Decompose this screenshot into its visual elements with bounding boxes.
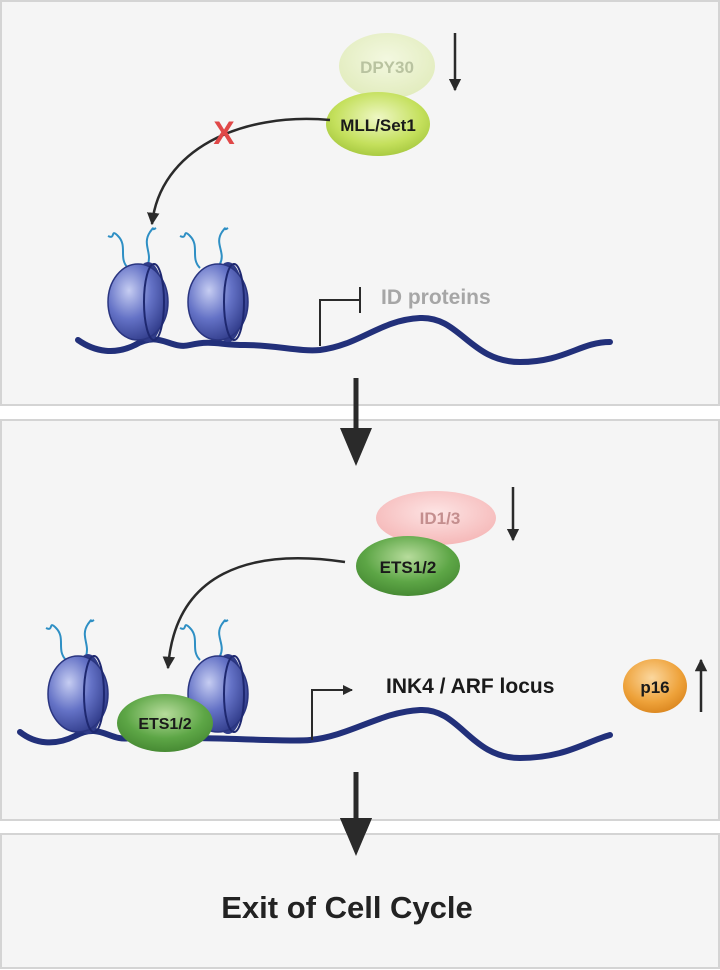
promoter-inhibited-icon [319,287,361,346]
recruitment-arrow [147,117,331,226]
mll-set1-complex: MLL/Set1 [326,92,430,156]
promoter-active-icon [311,685,353,740]
ets12-bound-label: ETS1/2 [138,716,191,733]
dpy30-protein: DPY30 [339,33,435,99]
dpy30-label: DPY30 [360,58,414,77]
nucleosome [107,262,169,342]
ink4-arf-label: INK4 / ARF locus [386,675,554,698]
id13-protein: ID1/3 [376,491,496,545]
panel-2 [0,419,720,821]
p16-label: p16 [640,678,669,697]
histone-tails [45,619,229,661]
flow-arrow-1-head [340,419,372,466]
ets12-protein: ETS1/2 [356,536,460,596]
binding-arrow [162,557,346,670]
flow-arrow-2-head [340,818,372,856]
blocked-x-icon: X [213,115,235,151]
nucleosome [47,654,109,734]
id-proteins-label: ID proteins [381,286,491,309]
ets12-label: ETS1/2 [380,558,437,577]
nucleosome [187,262,249,342]
panel-3 [0,833,720,969]
mll-set1-label: MLL/Set1 [340,116,416,135]
p16-protein: p16 [623,659,687,713]
ets12-bound-protein: ETS1/2 [117,694,213,752]
outcome-label: Exit of Cell Cycle [221,890,473,925]
histone-tails [107,227,229,269]
id13-label: ID1/3 [420,509,461,528]
